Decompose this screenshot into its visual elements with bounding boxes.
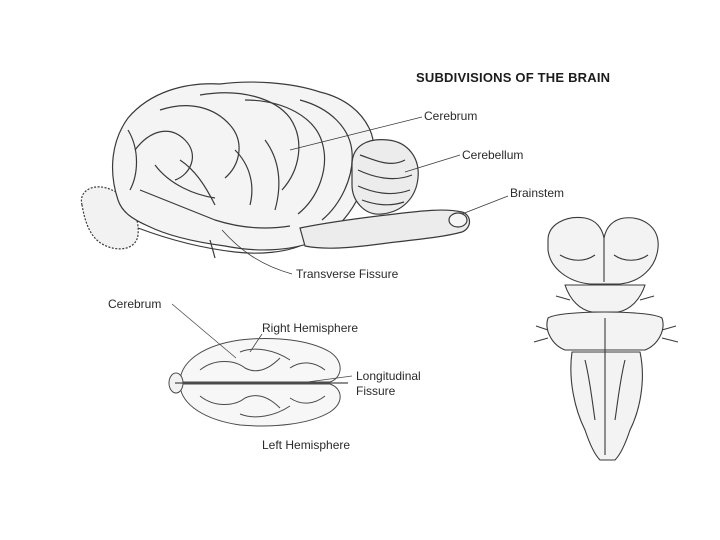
- label-transverse-fissure: Transverse Fissure: [296, 267, 399, 281]
- leader-cerebrum: [289, 116, 423, 151]
- leader-cerebrum-dorsal: [171, 303, 237, 359]
- right-hemisphere-outline: [179, 338, 341, 383]
- label-cerebrum-lateral: Cerebrum: [424, 109, 478, 123]
- left-hemisphere-outline: [179, 383, 341, 427]
- leader-right-hemisphere: [249, 333, 263, 353]
- ventral-brainstem-view: [533, 216, 679, 461]
- label-cerebrum-dorsal: Cerebrum: [108, 297, 162, 311]
- page-title: SUBDIVISIONS OF THE BRAIN: [416, 70, 611, 85]
- label-left-hemisphere: Left Hemisphere: [262, 438, 351, 452]
- leader-cerebellum: [404, 154, 461, 173]
- ventral-medulla: [570, 351, 643, 461]
- label-cerebellum: Cerebellum: [462, 148, 524, 162]
- label-longitudinal-fissure-line2: Fissure: [356, 384, 396, 398]
- label-right-hemisphere: Right Hemisphere: [262, 321, 359, 335]
- ventral-midbrain: [564, 284, 646, 313]
- leader-transverse-fissure: [221, 229, 293, 275]
- lateral-brain-view: [80, 81, 509, 275]
- brainstem-lateral: [299, 209, 471, 249]
- leader-brainstem: [461, 195, 509, 215]
- dorsal-brain-view: [168, 303, 353, 427]
- label-longitudinal-fissure-line1: Longitudinal: [356, 369, 421, 383]
- ventral-forebrain: [547, 216, 659, 285]
- label-brainstem: Brainstem: [510, 186, 565, 200]
- leader-longitudinal-fissure: [299, 375, 353, 384]
